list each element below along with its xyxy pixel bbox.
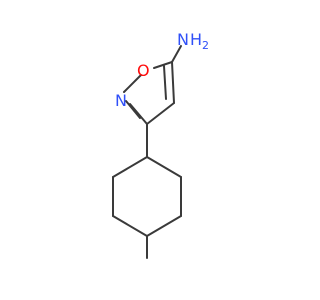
bond-c5-c4 (171, 61, 175, 104)
bond-ring-c4-c5 (112, 215, 148, 237)
amine-hydrogen-count: 2 (202, 39, 209, 52)
bond-ring-c3-c4 (146, 215, 182, 237)
amine-nitrogen-label: N (177, 30, 189, 49)
bond-c5-c4-double (163, 65, 167, 100)
molecule-structure: N H 2 O N (112, 30, 209, 259)
bond-ring-c1-c2 (146, 156, 182, 178)
bond-c3-n (129, 103, 148, 125)
bond-o-c5 (153, 61, 173, 69)
bond-c4-c3 (146, 102, 175, 125)
bond-c5-amine (171, 45, 182, 63)
ring-oxygen-label: O (137, 61, 150, 80)
bond-ring-c6-c1 (112, 156, 148, 178)
amine-hydrogen-label: H (190, 30, 202, 49)
ring-nitrogen-label: N (115, 91, 127, 110)
bond-n-o (123, 74, 142, 93)
bond-c3-n-double (125, 100, 141, 119)
